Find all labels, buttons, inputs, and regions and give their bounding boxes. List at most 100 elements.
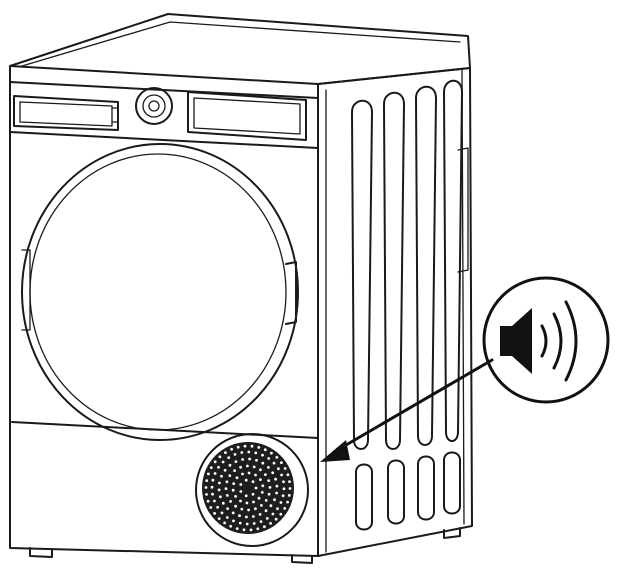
door-outer-ring (21, 143, 299, 441)
grille-hole (267, 479, 271, 482)
grille-hole (263, 525, 266, 529)
front-foot-left (29, 547, 53, 558)
grille-hole (217, 488, 221, 492)
grille-hole (282, 487, 286, 491)
grille-hole (225, 516, 229, 519)
drawer-front (19, 101, 113, 127)
cabinet-top-inner-edge (21, 21, 461, 67)
grille-hole (268, 486, 272, 489)
program-knob (135, 87, 173, 125)
grille-hole (204, 486, 208, 489)
grille-hole (254, 507, 257, 511)
grille-hole (254, 473, 257, 477)
grille-hole (281, 494, 285, 498)
grille-hole (283, 507, 287, 510)
grille-hole (275, 491, 278, 495)
grille-hole (263, 448, 267, 452)
grille-hole (220, 474, 223, 478)
grille-hole (258, 513, 262, 516)
grille-hole (227, 456, 231, 459)
door-hinge (285, 261, 297, 325)
grille-hole (210, 485, 214, 489)
grille-hole (244, 478, 248, 482)
grille-hole (234, 504, 238, 508)
grille-hole (269, 504, 273, 508)
side-rib-lower-2 (387, 459, 405, 525)
grille-hole (211, 478, 215, 482)
grille-hole (231, 488, 235, 492)
grille-hole (233, 469, 237, 472)
grille-hole (245, 515, 248, 519)
grille-hole (224, 451, 227, 454)
grille-hole (235, 476, 239, 480)
grille-hole (213, 472, 217, 475)
grille-hole (261, 484, 265, 488)
grille-hole (274, 517, 278, 521)
grille-hole (264, 509, 268, 513)
grille-hole (239, 499, 242, 503)
grille-hole (247, 508, 251, 512)
grille-hole (267, 466, 270, 469)
control-panel-outline (9, 81, 319, 149)
grille-hole (275, 484, 279, 488)
grille-hole (205, 479, 209, 482)
callout-arrow-head (320, 440, 350, 462)
grille-hole (288, 480, 291, 483)
door-handle-recess (21, 249, 31, 331)
grille-hole (206, 499, 210, 503)
grille-hole (264, 473, 267, 476)
grille-hole (236, 445, 240, 449)
grille-hole (279, 512, 283, 516)
grille-hole (259, 478, 262, 481)
grille-hole (239, 483, 243, 486)
grille-hole (279, 501, 283, 504)
grille-hole (209, 466, 213, 469)
grille-hole (231, 511, 235, 515)
side-rib-lower-1 (355, 463, 373, 531)
grille-hole (252, 515, 255, 518)
grille-hole (251, 492, 255, 496)
grille-hole (235, 527, 239, 530)
side-rib-1 (351, 99, 373, 450)
grille-hole (261, 461, 265, 465)
sound-wave-1 (540, 324, 548, 358)
grille-hole (232, 482, 236, 485)
grille-hole (276, 507, 279, 511)
side-rib-2 (383, 91, 405, 450)
grille-hole (257, 496, 261, 500)
callout-arrow (320, 358, 494, 462)
grille-hole (245, 501, 249, 505)
grille-hole (238, 514, 241, 518)
side-bracket (457, 147, 469, 273)
grille-hole (213, 460, 217, 464)
grille-hole (280, 461, 283, 464)
grille-hole (271, 471, 275, 475)
grille-hole (254, 451, 258, 455)
sound-wave-3 (564, 300, 578, 382)
grille-hole (241, 472, 244, 476)
grille-hole (255, 458, 258, 462)
front-foot-right (291, 554, 313, 564)
grille-hole (219, 495, 222, 499)
grille-hole (273, 498, 276, 502)
display-window-inner (193, 97, 301, 135)
grille-hole (216, 505, 220, 509)
side-panel-ribs (351, 79, 469, 531)
grille-hole (218, 481, 221, 485)
grille-hole (234, 460, 238, 463)
grille-hole (270, 451, 273, 455)
grille-hole (249, 528, 253, 532)
grille-hole (225, 494, 229, 497)
grille-hole (232, 519, 235, 523)
side-rib-4 (443, 79, 463, 442)
speaker-sound-icon (500, 308, 532, 374)
grille-hole (252, 522, 256, 525)
grille-hole (246, 464, 249, 468)
grille-hole (223, 468, 227, 472)
control-panel (9, 81, 319, 149)
drawer-handle (111, 107, 119, 123)
side-rib-lower-3 (417, 455, 435, 521)
door-glass (29, 153, 287, 431)
